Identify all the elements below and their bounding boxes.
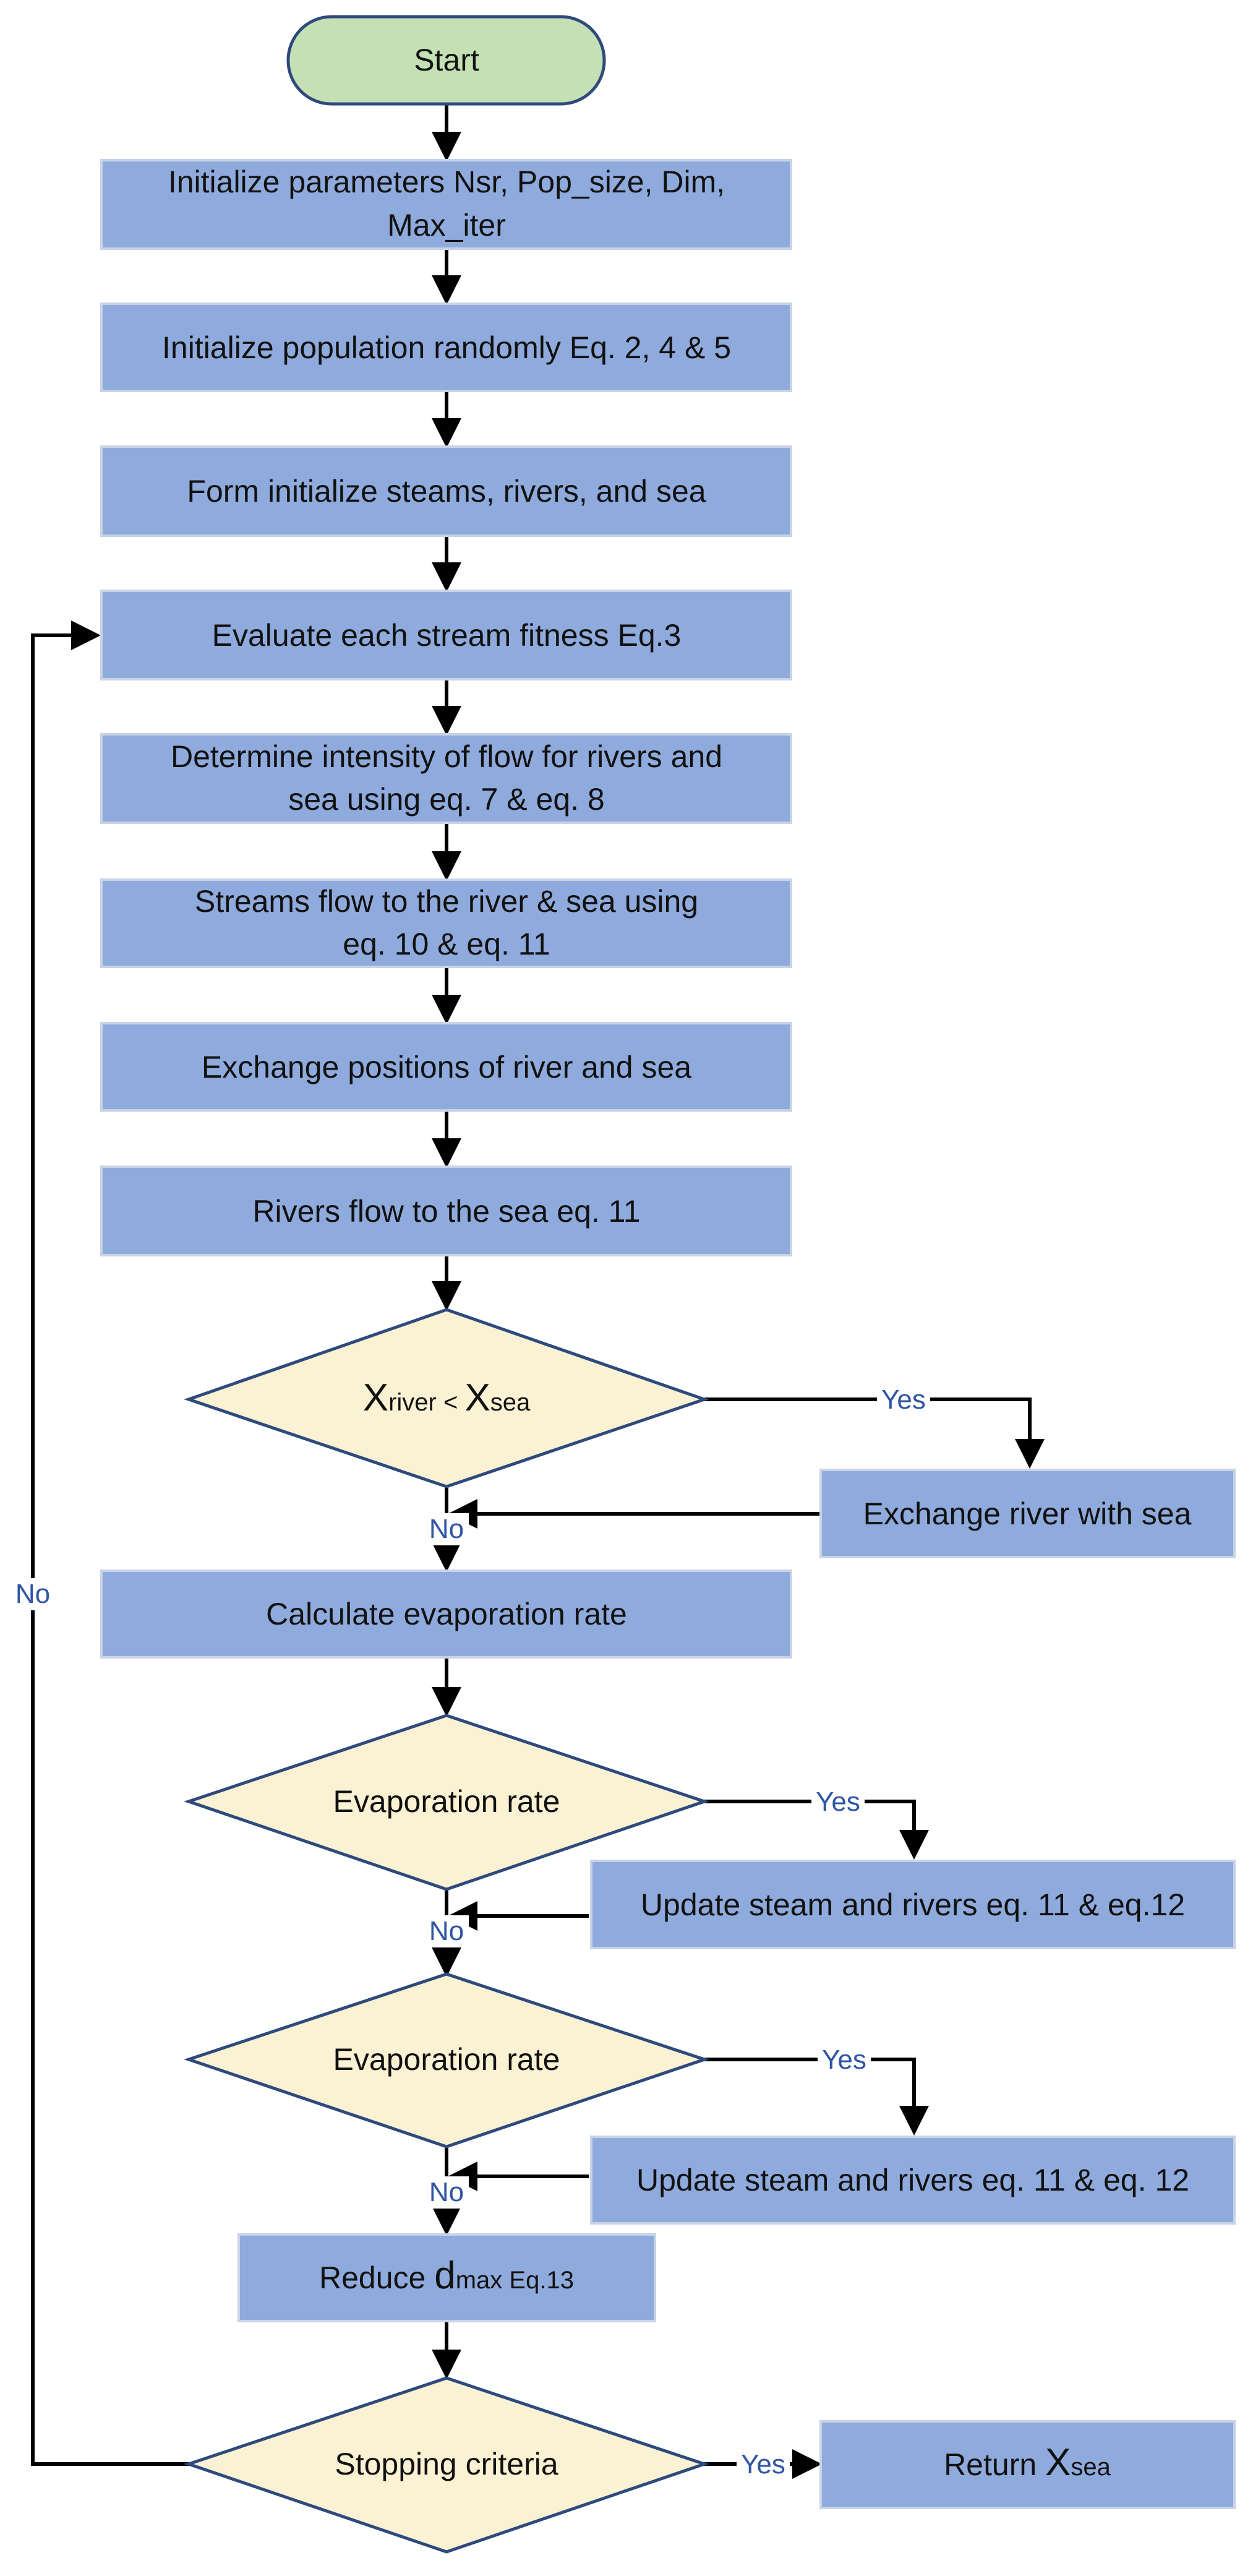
reduce-dmax-label: Reduce dmax Eq.13 <box>319 2254 574 2297</box>
evaporation-2-label: Evaporation rate <box>333 2042 560 2077</box>
process-init-params: Initialize parameters Nsr, Pop_size, Dim… <box>100 159 792 250</box>
arrow-decision3-yes <box>704 2058 929 2136</box>
process-form-streams: Form initialize steams, rivers, and sea <box>100 445 792 537</box>
calc-evaporation-box <box>100 1569 792 1659</box>
return-prefix: Return <box>944 2447 1045 2482</box>
stopping-label: Stopping criteria <box>335 2447 558 2481</box>
return-xsea-box <box>819 2420 1236 2509</box>
process-exchange-river: Exchange river with sea <box>819 1469 1236 1558</box>
stopping-diamond <box>184 2376 709 2554</box>
yes-label-bg-4 <box>737 2448 790 2480</box>
decision-compare: Xriver < Xsea <box>184 1308 709 1488</box>
return-xsea-label: Return Xsea <box>944 2441 1111 2484</box>
return-sea-subscript: sea <box>1071 2454 1111 2481</box>
compare-sea-subscript: sea <box>490 1389 531 1416</box>
start-node: Start <box>286 15 606 106</box>
yes-label-bg-2 <box>811 1785 865 1818</box>
streams-flow-box <box>100 878 792 968</box>
evaporation-2-diamond <box>184 1972 709 2149</box>
process-evaluate: Evaluate each stream fitness Eq.3 <box>100 590 792 680</box>
reduce-d-symbol: d <box>434 2254 455 2297</box>
no-label-bg-3 <box>424 2176 469 2209</box>
compare-river-subscript: river <box>388 1389 437 1416</box>
arrow-stopping-no-loop <box>31 620 189 2466</box>
reduce-dmax-box <box>237 2233 656 2322</box>
init-population-label: Initialize population randomly Eq. 2, 4 … <box>162 330 731 365</box>
yes-label-4: Yes <box>741 2449 785 2479</box>
no-label-3: No <box>429 2177 464 2207</box>
reduce-prefix: Reduce <box>319 2260 434 2295</box>
arrow-decision2-yes <box>704 1800 929 1860</box>
process-streams-flow: Streams flow to the river & sea using eq… <box>100 878 792 968</box>
yes-label-1: Yes <box>881 1385 926 1415</box>
reduce-max-subscript: max <box>456 2267 503 2294</box>
evaporation-1-label: Evaporation rate <box>333 1784 560 1819</box>
no-label-bg-4 <box>11 1578 55 1610</box>
compare-x1: X <box>363 1376 388 1419</box>
exchange-positions-label: Exchange positions of river and sea <box>202 1050 691 1084</box>
exchange-river-box <box>819 1469 1236 1558</box>
evaluate-label: Evaluate each stream fitness Eq.3 <box>212 618 682 653</box>
decision-evaporation-1: Evaporation rate <box>184 1714 709 1891</box>
init-params-line1: Initialize parameters Nsr, Pop_size, Dim… <box>168 165 725 199</box>
start-terminal-shape <box>286 15 606 106</box>
process-reduce-dmax: Reduce dmax Eq.13 <box>237 2233 656 2322</box>
evaluate-box <box>100 590 792 680</box>
exchange-positions-box <box>100 1022 792 1112</box>
streams-flow-line2: eq. 10 & eq. 11 <box>343 927 550 961</box>
init-population-box <box>100 303 792 392</box>
compare-diamond <box>184 1308 709 1488</box>
update-1-label: Update steam and rivers eq. 11 & eq.12 <box>641 1887 1185 1922</box>
update-1-box <box>590 1860 1236 1949</box>
compare-label: Xriver < Xsea <box>363 1376 531 1419</box>
yes-label-2: Yes <box>816 1787 860 1817</box>
form-streams-label: Form initialize steams, rivers, and sea <box>187 474 706 509</box>
intensity-line2: sea using eq. 7 & eq. 8 <box>288 782 604 817</box>
no-label-2: No <box>429 1916 464 1946</box>
no-label-bg-1 <box>424 1513 469 1545</box>
rivers-flow-box <box>100 1166 792 1256</box>
update-2-box <box>590 2136 1236 2225</box>
process-intensity: Determine intensity of flow for rivers a… <box>100 733 792 824</box>
evaporation-1-diamond <box>184 1714 709 1891</box>
process-init-population: Initialize population randomly Eq. 2, 4 … <box>100 303 792 392</box>
yes-label-3: Yes <box>822 2045 866 2075</box>
no-label-1: No <box>429 1514 464 1544</box>
reduce-eq-ref: Eq.13 <box>502 2267 574 2294</box>
process-calc-evaporation: Calculate evaporation rate <box>100 1569 792 1659</box>
update-2-label: Update steam and rivers eq. 11 & eq. 12 <box>636 2163 1189 2197</box>
process-update-2: Update steam and rivers eq. 11 & eq. 12 <box>590 2136 1236 2225</box>
no-label-bg-2 <box>424 1915 469 1947</box>
process-rivers-flow: Rivers flow to the sea eq. 11 <box>100 1166 792 1256</box>
edge-labels: Yes No Yes No Yes No Yes No <box>11 1383 930 2480</box>
intensity-box <box>100 733 792 824</box>
compare-operator: < <box>437 1389 465 1416</box>
process-return-xsea: Return Xsea <box>819 2420 1236 2509</box>
process-exchange-positions: Exchange positions of river and sea <box>100 1022 792 1112</box>
exchange-river-label: Exchange river with sea <box>863 1496 1192 1531</box>
yes-label-bg-1 <box>877 1383 930 1415</box>
process-update-1: Update steam and rivers eq. 11 & eq.12 <box>590 1860 1236 1949</box>
start-label: Start <box>414 43 479 77</box>
init-params-box <box>100 159 792 250</box>
connectors <box>31 104 1045 2479</box>
compare-x2: X <box>464 1376 490 1419</box>
return-x-symbol: X <box>1045 2441 1071 2484</box>
arrow-decision1-yes <box>704 1397 1045 1469</box>
decision-stopping: Stopping criteria <box>184 2376 709 2554</box>
yes-label-bg-3 <box>818 2043 871 2076</box>
form-streams-box <box>100 445 792 537</box>
calc-evaporation-label: Calculate evaporation rate <box>266 1597 627 1631</box>
rivers-flow-label: Rivers flow to the sea eq. 11 <box>252 1194 640 1229</box>
intensity-line1: Determine intensity of flow for rivers a… <box>171 739 722 774</box>
streams-flow-line1: Streams flow to the river & sea using <box>195 884 698 919</box>
no-label-4: No <box>15 1579 50 1609</box>
init-params-line2: Max_iter <box>387 208 506 243</box>
decision-evaporation-2: Evaporation rate <box>184 1972 709 2149</box>
